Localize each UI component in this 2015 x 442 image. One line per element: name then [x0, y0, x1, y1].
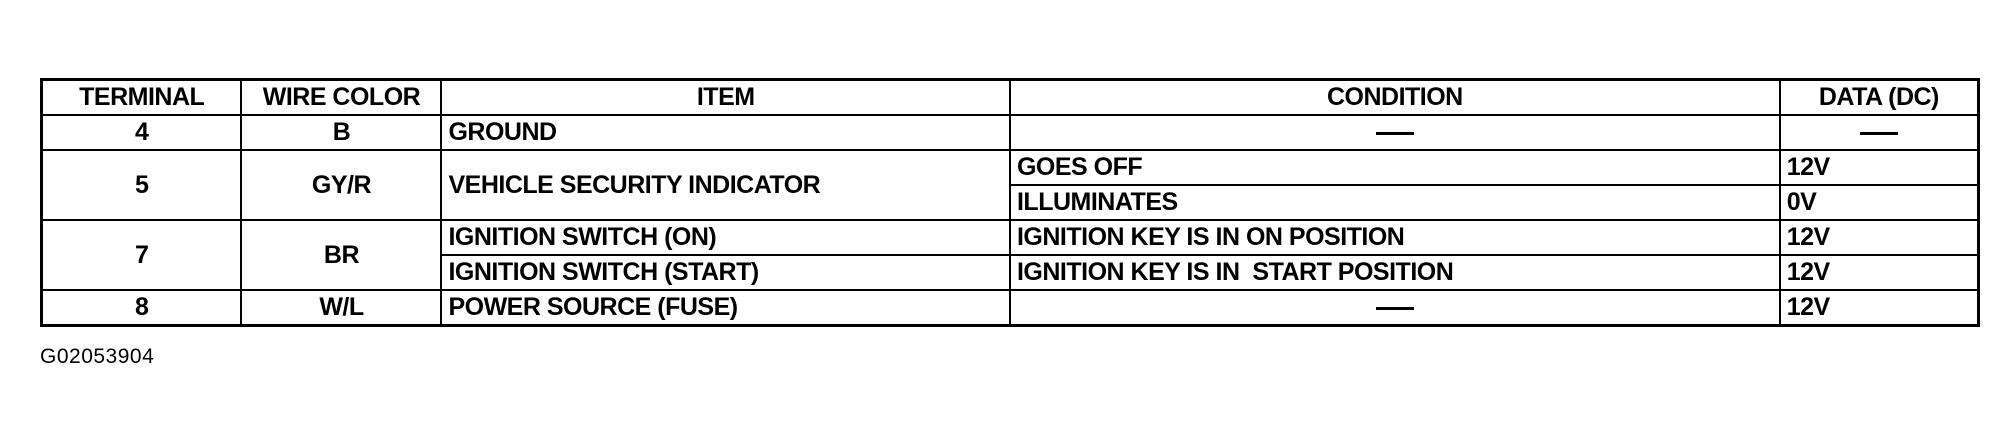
condition-cell: IGNITION KEY IS IN START POSITION: [1008, 254, 1781, 291]
data-cell: [1778, 114, 1980, 151]
item-cell: VEHICLE SECURITY INDICATOR: [440, 149, 1011, 221]
table-header-row: TERMINAL WIRE COLOR ITEM CONDITION DATA …: [40, 78, 1980, 116]
dash-mark: [1375, 306, 1414, 310]
header-terminal: TERMINAL: [40, 78, 243, 116]
item-cell: POWER SOURCE (FUSE): [440, 289, 1011, 327]
data-cell: 12V: [1778, 254, 1980, 291]
condition-cell: [1008, 114, 1781, 151]
item-cell: IGNITION SWITCH (START): [440, 254, 1011, 291]
wire-color-cell: W/L: [240, 289, 443, 327]
header-item: ITEM: [440, 78, 1011, 116]
terminal-data-table: TERMINAL WIRE COLOR ITEM CONDITION DATA …: [40, 78, 1980, 327]
data-cell: 12V: [1778, 219, 1980, 256]
item-cell: IGNITION SWITCH (ON): [440, 219, 1011, 256]
wire-color-cell: B: [240, 114, 443, 151]
condition-cell: ILLUMINATES: [1008, 184, 1781, 221]
table-row: 4 B GROUND: [40, 114, 1980, 151]
data-cell: 12V: [1778, 149, 1980, 186]
terminal-cell: 7: [40, 219, 243, 291]
data-cell: 0V: [1778, 184, 1980, 221]
condition-cell: GOES OFF: [1008, 149, 1781, 186]
header-condition: CONDITION: [1008, 78, 1781, 116]
terminal-cell: 5: [40, 149, 243, 221]
condition-cell: IGNITION KEY IS IN ON POSITION: [1008, 219, 1781, 256]
dash-mark: [1375, 131, 1414, 135]
header-wire-color: WIRE COLOR: [240, 78, 443, 116]
table-row: IGNITION SWITCH (START) IGNITION KEY IS …: [42, 254, 1980, 291]
dash-mark: [1859, 131, 1898, 135]
table-row: ILLUMINATES 0V: [42, 184, 1980, 221]
table-row: 7 BR IGNITION SWITCH (ON) IGNITION KEY I…: [40, 219, 1980, 291]
terminal-cell: 8: [40, 289, 243, 327]
item-cell: GROUND: [440, 114, 1011, 151]
table-row: 8 W/L POWER SOURCE (FUSE) 12V: [40, 289, 1980, 327]
condition-cell: [1008, 289, 1781, 327]
data-cell: 12V: [1778, 289, 1980, 327]
wire-color-cell: BR: [240, 219, 443, 291]
table-row: 5 GY/R VEHICLE SECURITY INDICATOR GOES O…: [40, 149, 1980, 221]
header-data: DATA (DC): [1778, 78, 1980, 116]
wire-color-cell: GY/R: [240, 149, 443, 221]
figure-id: G02053904: [40, 345, 155, 368]
terminal-cell: 4: [40, 114, 243, 151]
